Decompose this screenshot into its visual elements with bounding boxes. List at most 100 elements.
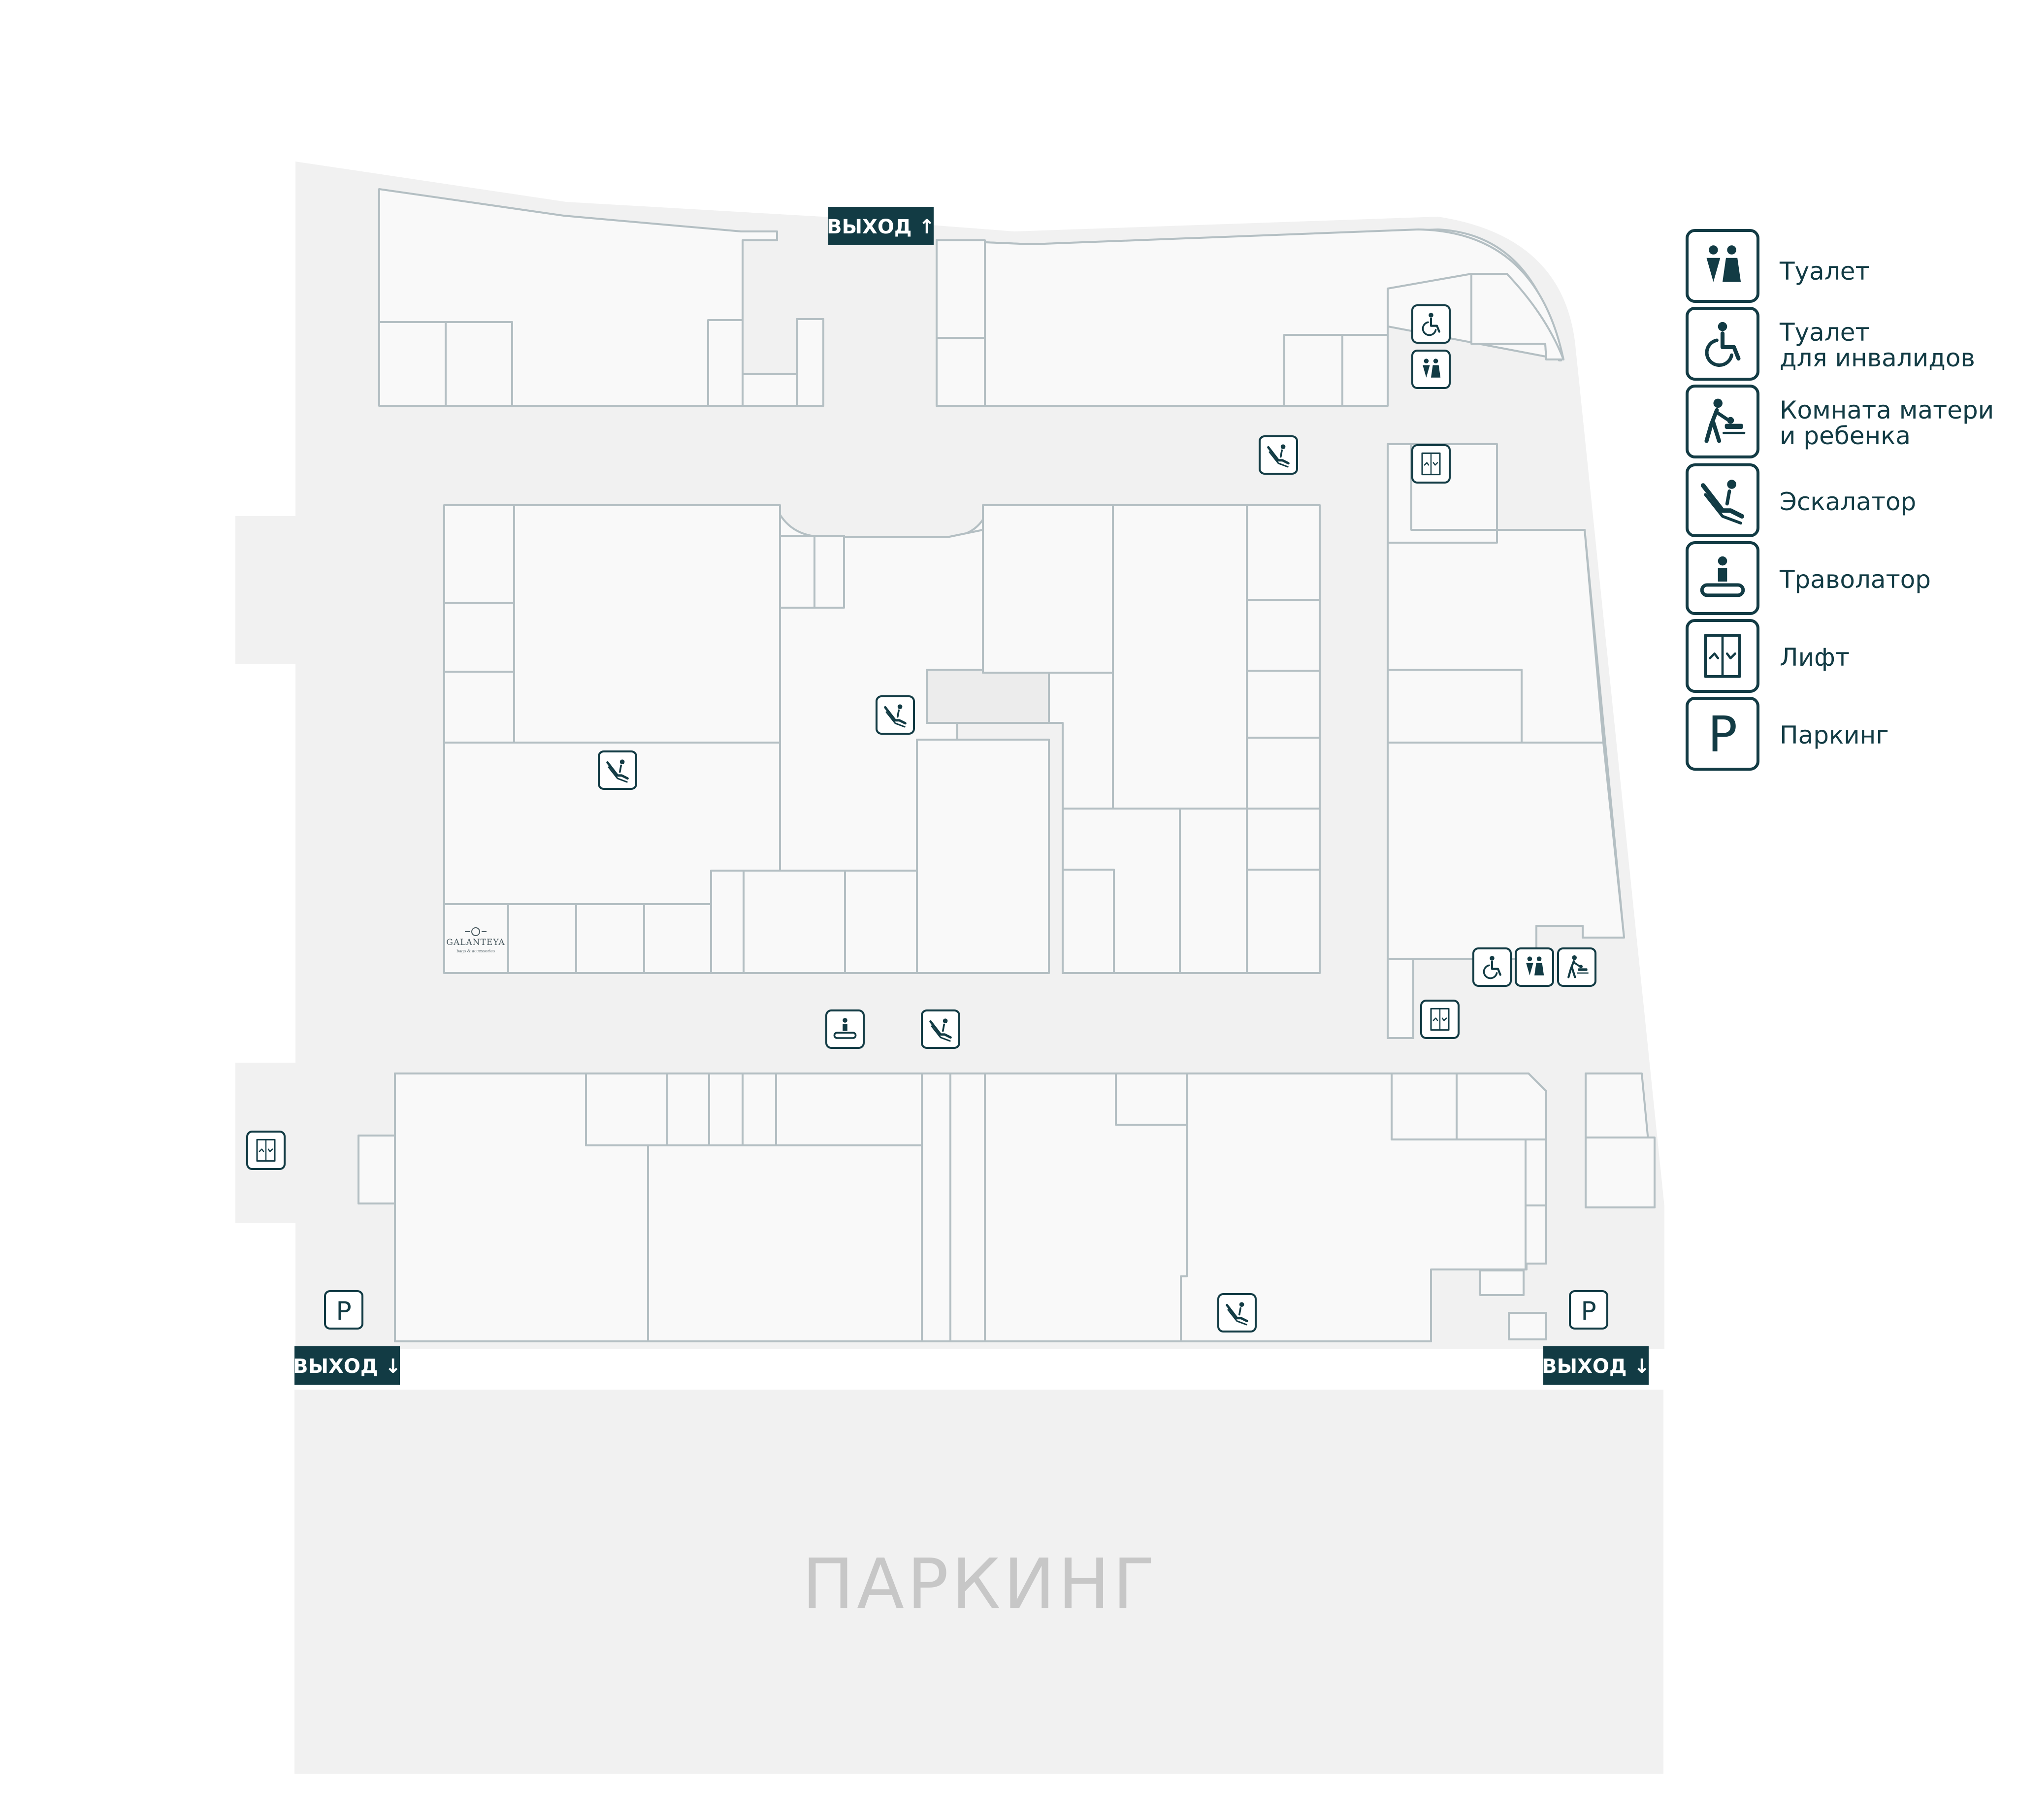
legend-label: Туалет [1779, 318, 1870, 347]
legend-item-accessible-toilet[interactable]: Туалет для инвалидов [1686, 307, 1975, 381]
west-entrance-upper [235, 516, 299, 664]
store-unit[interactable] [585, 1072, 668, 1146]
store-unit[interactable] [949, 1072, 986, 1342]
legend-item-mother-child-room[interactable]: Комната матери и ребенка [1686, 385, 1994, 458]
exit-bottom-left[interactable]: ВЫХОД ↓ [293, 1346, 401, 1385]
store-unit[interactable] [813, 535, 845, 609]
store-unit[interactable] [445, 321, 513, 407]
parking-pin-letter: P [1581, 1297, 1596, 1326]
legend-label: Лифт [1780, 643, 1850, 672]
legend-label: Паркинг [1780, 721, 1889, 749]
legend-item-toilet[interactable]: Туалет [1686, 229, 1870, 303]
store-brand-tagline: bags & accessories [456, 949, 495, 953]
store-block-bottom [358, 1072, 1656, 1342]
store-unit[interactable] [1525, 1138, 1547, 1206]
store-unit[interactable] [710, 870, 745, 974]
store-unit[interactable] [708, 1072, 744, 1146]
legend-label: Комната матери [1780, 396, 1994, 424]
legend-label: для инвалидов [1780, 344, 1975, 372]
exit-bottom-right[interactable]: ВЫХОД ↓ [1542, 1346, 1650, 1385]
store-unit[interactable] [1387, 958, 1414, 1039]
store-unit[interactable] [1246, 504, 1321, 601]
store-unit[interactable] [643, 903, 712, 974]
exit-top[interactable]: ВЫХОД ↑ [827, 207, 935, 245]
store-unit[interactable] [844, 870, 918, 974]
legend-label: и ребенка [1780, 422, 1911, 450]
store-unit[interactable] [936, 337, 986, 407]
legend-label: Траволатор [1779, 565, 1931, 594]
toilet-icon[interactable] [1411, 350, 1451, 389]
store-unit[interactable] [666, 1072, 710, 1146]
store-block-top-left [378, 188, 824, 407]
store-unit[interactable] [1525, 1204, 1547, 1265]
store-unit[interactable] [443, 504, 515, 604]
elevator-icon[interactable] [246, 1131, 286, 1170]
store-block-center [443, 504, 1321, 974]
store-unit[interactable] [742, 373, 798, 407]
accessible-toilet-icon[interactable] [1472, 947, 1512, 987]
elevator-icon[interactable] [1420, 1000, 1460, 1039]
escalator-icon[interactable] [598, 750, 637, 790]
store-unit[interactable] [1062, 869, 1115, 974]
store-unit[interactable] [796, 318, 824, 407]
store-unit[interactable] [936, 239, 986, 339]
elevator-icon[interactable] [1411, 444, 1451, 484]
travolator-icon[interactable] [825, 1009, 865, 1049]
legend-item-travolator[interactable]: Траволатор [1686, 541, 1931, 615]
parking-icon[interactable]: P [1569, 1290, 1608, 1330]
store-unit[interactable] [513, 504, 781, 744]
store-unit[interactable] [916, 739, 1050, 974]
escalator-icon[interactable] [921, 1009, 960, 1049]
parking-icon[interactable]: P [324, 1290, 363, 1330]
store-unit[interactable] [443, 903, 509, 974]
store-unit[interactable] [743, 870, 846, 974]
store-unit[interactable] [1456, 1072, 1547, 1140]
legend-item-escalator[interactable]: Эскалатор [1686, 463, 1916, 537]
store-unit[interactable] [921, 1072, 951, 1342]
store-unit[interactable] [1246, 869, 1321, 974]
legend-item-parking[interactable]: P Паркинг [1686, 697, 1889, 771]
store-unit[interactable] [1387, 669, 1523, 744]
store-unit[interactable] [1115, 1072, 1188, 1126]
exit-bottom-left-label: ВЫХОД ↓ [293, 1355, 401, 1378]
store-unit[interactable] [1179, 808, 1248, 974]
store-unit[interactable] [1283, 334, 1343, 407]
store-unit[interactable] [1391, 1072, 1458, 1140]
store-unit[interactable] [358, 1135, 396, 1204]
parking-area-label: ПАРКИНГ [802, 1544, 1158, 1625]
store-unit[interactable] [1508, 1312, 1547, 1340]
store-unit[interactable] [742, 1072, 777, 1146]
store-unit[interactable] [1246, 599, 1321, 672]
exit-bottom-right-label: ВЫХОД ↓ [1542, 1355, 1650, 1378]
store-unit[interactable] [1246, 737, 1321, 810]
mother-child-room-icon[interactable] [1557, 947, 1596, 987]
store-unit[interactable] [1585, 1137, 1656, 1208]
accessible-toilet-icon[interactable] [1411, 304, 1451, 344]
store-unit[interactable] [1246, 670, 1321, 739]
store-unit[interactable] [647, 1144, 923, 1342]
store-unit[interactable] [1470, 273, 1564, 360]
store-unit[interactable] [779, 535, 815, 609]
legend-item-elevator[interactable]: Лифт [1686, 619, 1850, 693]
store-unit[interactable] [575, 903, 645, 974]
store-unit[interactable] [443, 602, 515, 673]
store-unit[interactable] [1112, 504, 1248, 810]
store-unit[interactable] [443, 671, 525, 744]
parking-lot [294, 1390, 1663, 1774]
store-block-right [1387, 443, 1625, 1039]
store-unit[interactable] [378, 321, 447, 407]
store-unit[interactable] [1479, 1269, 1525, 1296]
store-unit[interactable] [1341, 334, 1389, 407]
store-unit[interactable] [707, 319, 744, 407]
legend-label: Туалет [1779, 257, 1870, 286]
store-block-top-right [936, 228, 1564, 407]
escalator-icon[interactable] [1217, 1293, 1257, 1332]
toilet-icon[interactable] [1515, 947, 1554, 987]
escalator-icon[interactable] [1259, 435, 1298, 475]
parking-pin-letter: P [336, 1297, 351, 1326]
escalator-icon[interactable] [876, 695, 915, 735]
store-unit[interactable] [1246, 808, 1321, 871]
store-unit[interactable] [507, 903, 577, 974]
store-galanteya[interactable]: GALANTEYA bags & accessories [446, 927, 505, 953]
store-unit[interactable] [982, 504, 1114, 674]
